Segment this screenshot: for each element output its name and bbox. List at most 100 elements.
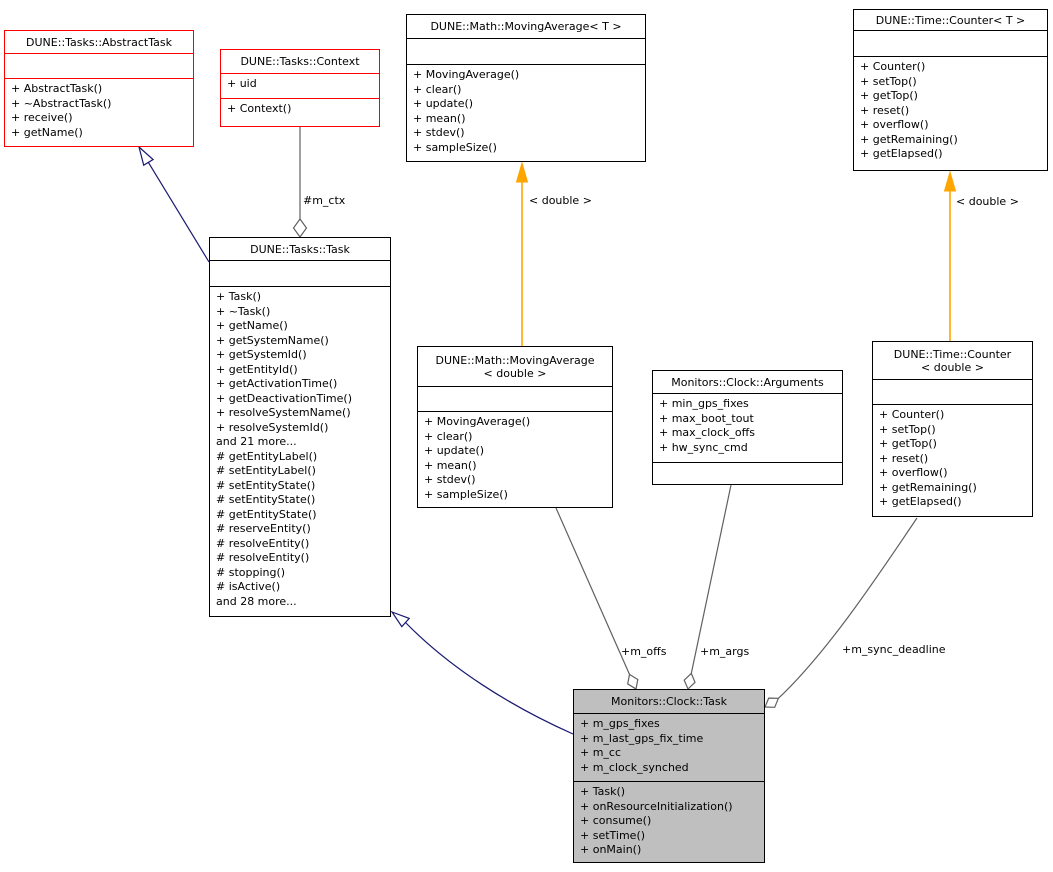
- member-line: + reset(): [860, 103, 910, 117]
- class-title: DUNE::Tasks::Context: [221, 50, 379, 73]
- member-line: + getActivationTime(): [216, 377, 338, 390]
- member-line: + getElapsed(): [879, 495, 962, 508]
- member-line: + getDeactivationTime(): [216, 391, 352, 405]
- inheritance-arrowhead: [390, 610, 411, 628]
- class-title: DUNE::Time::Counter< T >: [854, 10, 1047, 30]
- member-line: + update(): [413, 97, 474, 110]
- member-line: and 21 more...: [216, 435, 297, 448]
- member-line: + max_boot_tout: [659, 411, 754, 425]
- member-line: + ~AbstractTask(): [11, 96, 112, 110]
- member-line: # getEntityLabel(): [216, 449, 318, 463]
- class-attributes: [418, 386, 612, 411]
- member-line: + getRemaining(): [879, 480, 977, 494]
- edge-label-m-ctx: #m_ctx: [303, 194, 346, 207]
- member-line: + clear(): [413, 82, 462, 96]
- member-line: + getName(): [216, 319, 288, 332]
- class-attributes: + min_gps_fixes+ max_boot_tout+ max_cloc…: [653, 393, 842, 462]
- member-line: + Context(): [227, 102, 292, 115]
- class-clock-task[interactable]: Monitors::Clock::Task + m_gps_fixes+ m_l…: [573, 689, 765, 863]
- member-line: + stdev(): [413, 126, 465, 139]
- class-attributes: [873, 379, 1032, 404]
- member-line: + getSystemId(): [216, 348, 307, 361]
- member-line: + resolveSystemName(): [216, 406, 351, 419]
- class-context[interactable]: DUNE::Tasks::Context + uid + Context(): [220, 49, 380, 127]
- class-title-text: DUNE::Tasks::Task: [250, 242, 350, 256]
- class-task[interactable]: DUNE::Tasks::Task + Task()+ ~Task()+ get…: [209, 237, 391, 617]
- class-methods: + Counter()+ setTop()+ getTop()+ reset()…: [854, 56, 1047, 170]
- class-methods: + Task()+ onResourceInitialization()+ co…: [574, 781, 764, 862]
- class-arguments[interactable]: Monitors::Clock::Arguments + min_gps_fix…: [652, 370, 843, 485]
- class-attributes: [210, 260, 390, 286]
- member-line: + setTop(): [879, 422, 936, 436]
- aggregation-edge-m-offs: [555, 507, 631, 675]
- member-line: # isActive(): [216, 580, 281, 593]
- class-moving-average-t[interactable]: DUNE::Math::MovingAverage< T > + MovingA…: [406, 14, 646, 162]
- member-line: + ~Task(): [216, 304, 271, 318]
- member-line: + m_last_gps_fix_time: [580, 731, 704, 745]
- inheritance-arrowhead: [137, 145, 155, 167]
- class-title-text: DUNE::Math::MovingAverage: [435, 353, 595, 367]
- class-title-text: DUNE::Math::MovingAverage< T >: [430, 20, 622, 33]
- class-counter-double[interactable]: DUNE::Time::Counter < double > + Counter…: [872, 341, 1033, 517]
- class-methods: + AbstractTask()+ ~AbstractTask()+ recei…: [5, 78, 193, 146]
- class-title: DUNE::Tasks::AbstractTask: [5, 31, 193, 53]
- member-line: + MovingAverage(): [424, 415, 531, 428]
- class-title: Monitors::Clock::Task: [574, 690, 764, 713]
- member-line: + onMain(): [580, 843, 642, 856]
- member-line: + consume(): [580, 814, 652, 827]
- class-title: Monitors::Clock::Arguments: [653, 371, 842, 393]
- class-methods: + MovingAverage()+ clear()+ update()+ me…: [407, 64, 645, 161]
- edge-label-m-offs: +m_offs: [621, 645, 667, 658]
- class-moving-average-double[interactable]: DUNE::Math::MovingAverage < double > + M…: [417, 346, 613, 508]
- aggregation-diamond: [627, 673, 639, 690]
- member-line: # stopping(): [216, 565, 286, 579]
- member-line: + stdev(): [424, 473, 476, 486]
- member-line: # reserveEntity(): [216, 522, 311, 535]
- class-attributes: + uid: [221, 73, 379, 98]
- member-line: # setEntityState(): [216, 493, 316, 506]
- class-attributes: [5, 53, 193, 78]
- member-line: + m_clock_synched: [580, 760, 689, 774]
- member-line: + overflow(): [860, 118, 929, 131]
- edge-label-m-sync-deadline: +m_sync_deadline: [842, 643, 946, 656]
- class-methods: [653, 462, 842, 484]
- member-line: + mean(): [413, 111, 466, 125]
- class-counter-t[interactable]: DUNE::Time::Counter< T > + Counter()+ se…: [853, 9, 1048, 171]
- member-line: + max_clock_offs: [659, 426, 755, 439]
- class-title-template-arg: < double >: [483, 366, 547, 380]
- member-line: + uid: [227, 77, 257, 90]
- member-line: + sampleSize(): [424, 487, 508, 501]
- member-line: + onResourceInitialization(): [580, 799, 733, 813]
- class-title: DUNE::Math::MovingAverage< T >: [407, 15, 645, 38]
- edge-label-template-double-left: < double >: [529, 194, 592, 207]
- class-title-text: Monitors::Clock::Arguments: [671, 375, 824, 389]
- class-title-text: DUNE::Tasks::AbstractTask: [26, 35, 172, 49]
- member-line: + hw_sync_cmd: [659, 440, 748, 454]
- member-line: # resolveEntity(): [216, 536, 310, 550]
- class-title: DUNE::Math::MovingAverage < double >: [418, 347, 612, 386]
- class-methods: + MovingAverage()+ clear()+ update()+ me…: [418, 411, 612, 507]
- member-line: + Task(): [580, 785, 626, 798]
- member-line: # resolveEntity(): [216, 551, 310, 564]
- member-line: + Counter(): [879, 408, 945, 421]
- member-line: + getName(): [11, 125, 83, 139]
- inheritance-edge-task-abstracttask: [147, 162, 210, 263]
- inheritance-edge-clocktask-task: [405, 622, 574, 735]
- class-attributes: + m_gps_fixes+ m_last_gps_fix_time+ m_cc…: [574, 713, 764, 781]
- member-line: + update(): [424, 444, 485, 457]
- class-title-text: DUNE::Time::Counter: [893, 347, 1012, 361]
- aggregation-edge-m-args: [690, 484, 732, 674]
- class-title-template-arg: < double >: [921, 360, 984, 374]
- member-line: + mean(): [424, 458, 477, 472]
- member-line: + min_gps_fixes: [659, 397, 749, 410]
- aggregation-diamond: [292, 217, 308, 239]
- class-title: DUNE::Time::Counter < double >: [873, 342, 1032, 379]
- member-line: # setEntityLabel(): [216, 464, 316, 477]
- class-abstract-task[interactable]: DUNE::Tasks::AbstractTask + AbstractTask…: [4, 30, 194, 147]
- class-title-text: DUNE::Tasks::Context: [240, 55, 360, 68]
- class-title: DUNE::Tasks::Task: [210, 238, 390, 260]
- aggregation-edge-m-sync-deadline: [777, 517, 918, 699]
- class-attributes: [407, 38, 645, 64]
